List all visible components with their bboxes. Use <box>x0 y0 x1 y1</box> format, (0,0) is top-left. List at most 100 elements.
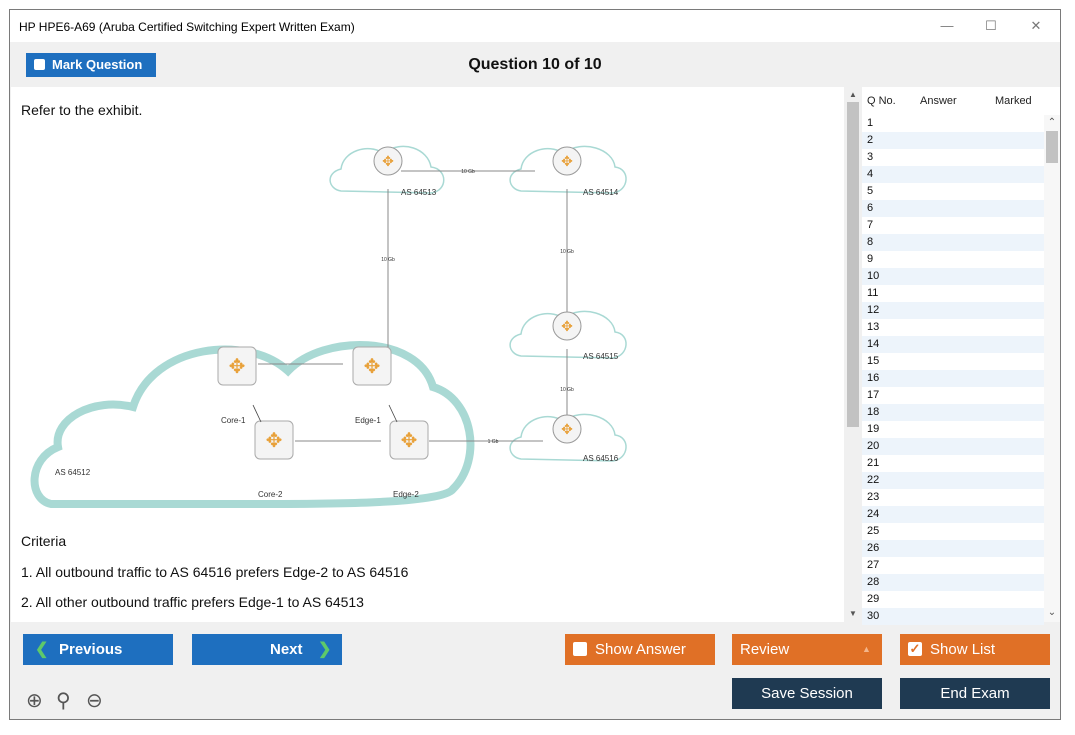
question-list-row[interactable]: 13 <box>867 321 880 333</box>
device-label: Core-2 <box>258 490 283 499</box>
criteria-title: Criteria <box>21 533 67 549</box>
question-list-row[interactable]: 10 <box>862 268 1044 285</box>
question-list-row[interactable]: 17 <box>867 389 880 401</box>
review-dropdown[interactable]: Review ▲ <box>732 634 882 665</box>
close-icon[interactable]: ✕ <box>1030 18 1042 33</box>
question-list-row[interactable]: 29 <box>867 593 880 605</box>
save-session-button[interactable]: Save Session <box>732 678 882 709</box>
router-icon-as64515: ✥ <box>552 311 582 341</box>
mark-question-label: Mark Question <box>52 57 143 72</box>
question-list-row[interactable]: 26 <box>862 540 1044 557</box>
next-label: Next <box>270 641 303 658</box>
question-list-row[interactable]: 5 <box>867 185 874 197</box>
question-list-row[interactable]: 15 <box>867 355 880 367</box>
question-list-row[interactable]: 28 <box>862 574 1044 591</box>
svg-text:✥: ✥ <box>561 153 573 169</box>
scroll-down-icon[interactable]: ▼ <box>849 609 857 618</box>
show-answer-label: Show Answer <box>595 641 686 658</box>
router-icon-as64516: ✥ <box>552 414 582 444</box>
question-list-row[interactable]: 19 <box>867 423 880 435</box>
svg-text:✥: ✥ <box>401 430 418 452</box>
question-list-row[interactable]: 1 <box>867 117 874 129</box>
link-label: 10 Gb <box>381 257 395 263</box>
criteria-item: 2. All other outbound traffic prefers Ed… <box>21 594 364 610</box>
mark-question-button[interactable]: Mark Question <box>26 53 156 77</box>
review-label: Review <box>740 641 790 658</box>
svg-text:✥: ✥ <box>561 318 573 334</box>
chevron-left-icon: ❮ <box>35 641 49 658</box>
question-list-row[interactable]: 6 <box>862 200 1044 217</box>
switch-icon-core-2: ✥ <box>254 420 294 460</box>
as-label: AS 64516 <box>583 454 619 463</box>
zoom-in-icon[interactable]: ⊕ <box>26 690 43 712</box>
question-list-row[interactable]: 3 <box>867 151 874 163</box>
question-list-row[interactable]: 20 <box>862 438 1044 455</box>
question-list-row[interactable]: 18 <box>862 404 1044 421</box>
question-list-row[interactable]: 7 <box>867 219 874 231</box>
question-content: Refer to the exhibit. 10 Gb 10 Gb 10 Gb … <box>11 87 844 622</box>
question-list-row[interactable]: 21 <box>867 457 880 469</box>
list-scroll-down-icon[interactable]: ⌄ <box>1047 607 1057 618</box>
link-label: 10 Gb <box>560 249 574 255</box>
question-list-row[interactable]: 4 <box>862 166 1044 183</box>
zoom-out-icon[interactable]: ⊖ <box>86 690 103 712</box>
question-intro: Refer to the exhibit. <box>21 102 143 118</box>
show-list-label: Show List <box>930 641 996 658</box>
chevron-right-icon: ❯ <box>318 641 332 658</box>
question-list-row[interactable]: 16 <box>862 370 1044 387</box>
as-label: AS 64514 <box>583 188 619 197</box>
link-label: 10 Gb <box>461 169 475 175</box>
svg-text:✥: ✥ <box>229 356 246 378</box>
switch-icon-edge-2: ✥ <box>389 420 429 460</box>
previous-button[interactable]: ❮ Previous <box>23 634 173 665</box>
question-title: Question 10 of 10 <box>468 56 602 73</box>
device-label: Core-1 <box>221 416 246 425</box>
show-list-button[interactable]: ✓ Show List <box>900 634 1050 665</box>
minimize-icon[interactable]: — <box>940 18 954 33</box>
list-scrollbar-thumb[interactable] <box>1046 131 1058 163</box>
end-exam-button[interactable]: End Exam <box>900 678 1050 709</box>
question-list-row[interactable]: 11 <box>867 287 879 299</box>
next-button[interactable]: Next ❯ <box>192 634 342 665</box>
question-list-row[interactable]: 24 <box>862 506 1044 523</box>
show-answer-button[interactable]: Show Answer <box>565 634 715 665</box>
criteria-item: 1. All outbound traffic to AS 64516 pref… <box>21 564 409 580</box>
question-list-row[interactable]: 23 <box>867 491 880 503</box>
svg-text:✥: ✥ <box>561 421 573 437</box>
checkbox-icon <box>573 642 587 656</box>
question-list-row[interactable]: 9 <box>867 253 874 265</box>
previous-label: Previous <box>59 641 123 658</box>
checkbox-checked-icon: ✓ <box>908 641 922 656</box>
question-header: Mark Question Question 10 of 10 <box>10 42 1060 86</box>
column-marked: Marked <box>995 95 1032 107</box>
question-list-row[interactable]: 25 <box>867 525 880 537</box>
svg-text:✥: ✥ <box>364 356 381 378</box>
question-list-row[interactable]: 2 <box>862 132 1044 149</box>
device-label: Edge-2 <box>393 490 419 499</box>
zoom-reset-icon[interactable]: ⚲ <box>56 690 71 712</box>
list-scroll-up-icon[interactable]: ⌃ <box>1047 117 1057 128</box>
question-list-row[interactable]: 8 <box>862 234 1044 251</box>
router-icon-as64514: ✥ <box>552 146 582 176</box>
column-qno: Q No. <box>867 95 896 107</box>
svg-text:✥: ✥ <box>382 153 394 169</box>
as-label: AS 64512 <box>55 468 91 477</box>
link-label: 10 Gb <box>560 387 574 393</box>
question-list-row[interactable]: 30 <box>862 608 1044 625</box>
list-scrollbar[interactable]: ⌃ ⌄ <box>1044 115 1060 622</box>
scroll-up-icon[interactable]: ▲ <box>849 90 857 99</box>
question-list-row[interactable]: 12 <box>862 302 1044 319</box>
question-list-row[interactable]: 22 <box>862 472 1044 489</box>
question-list-row[interactable]: 27 <box>867 559 880 571</box>
switch-icon-edge-1: ✥ <box>352 346 392 386</box>
svg-text:✥: ✥ <box>266 430 283 452</box>
maximize-icon[interactable]: ☐ <box>985 18 997 33</box>
question-list-row[interactable]: 14 <box>862 336 1044 353</box>
title-bar: HP HPE6-A69 (Aruba Certified Switching E… <box>10 10 1060 42</box>
window-title: HP HPE6-A69 (Aruba Certified Switching E… <box>19 20 355 34</box>
checkbox-icon <box>34 59 45 70</box>
content-scrollbar[interactable]: ▲ ▼ <box>846 87 860 622</box>
scrollbar-thumb[interactable] <box>847 102 859 427</box>
